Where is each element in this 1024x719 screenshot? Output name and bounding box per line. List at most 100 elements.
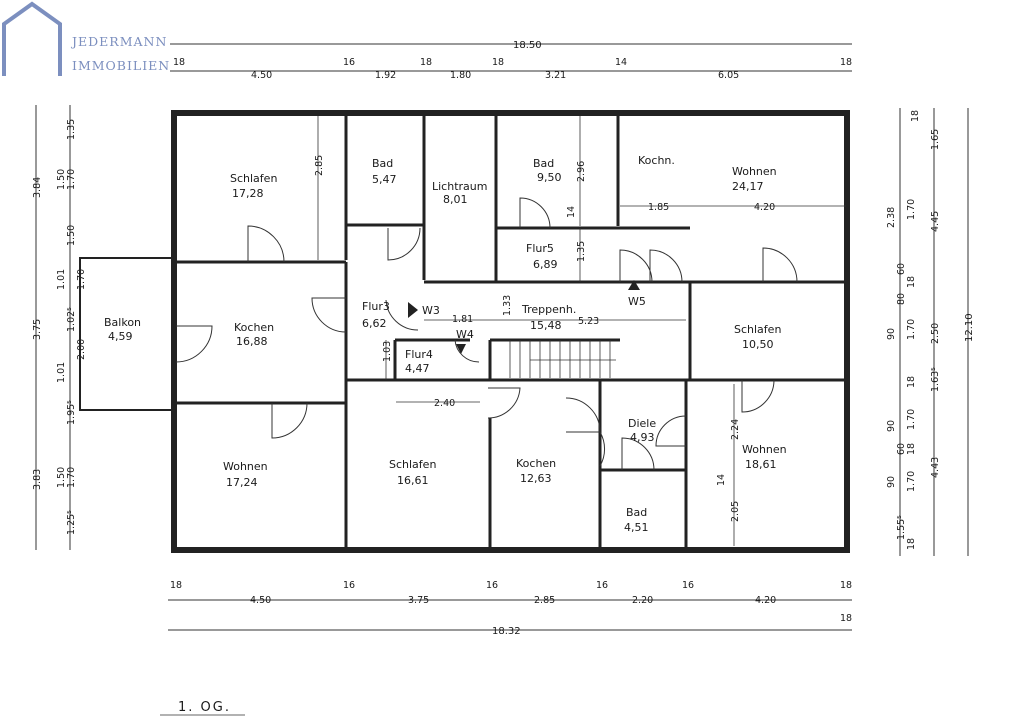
- dim-right-col2: 1.70: [906, 319, 917, 340]
- house-roof-icon: [1, 1, 62, 76]
- marker-label: W3: [422, 304, 440, 317]
- room-name: Wohnen: [732, 165, 777, 178]
- interior-dim: 2.05: [730, 501, 741, 522]
- dim-left-inner: 1.70: [66, 467, 77, 488]
- room-area: 5,47: [372, 173, 397, 186]
- room-area: 17,24: [226, 476, 258, 489]
- dim-right-col2: 18: [906, 443, 917, 455]
- room-name: Diele: [628, 417, 656, 430]
- interior-dim: 2.24: [730, 419, 741, 440]
- dim-right-col2: 1.70: [906, 409, 917, 430]
- marker-triangle-icon: [628, 280, 640, 290]
- dim-right-col2: 1.70: [906, 471, 917, 492]
- room-name: Bad: [372, 157, 393, 170]
- dim-left-inner: 1.35: [66, 119, 77, 140]
- room-area: 24,17: [732, 180, 764, 193]
- dim-right-col3: 60: [896, 443, 907, 455]
- interior-dim: 1.35: [576, 241, 587, 262]
- dim-right-col2: 18: [906, 538, 917, 550]
- room-area: 16,61: [397, 474, 429, 487]
- room-name: Kochn.: [638, 154, 675, 167]
- dim-bottom-seg: 2.20: [632, 595, 653, 606]
- room-area: 8,01: [443, 193, 468, 206]
- right-dimensions: 12.10 1.65 4.45 2.50 1.63⁵ 4.43 18 1.70 …: [886, 108, 975, 556]
- top-dimensions: 18.50 18 4.50 16 1.92 18 1.80 18 3.21 14…: [170, 40, 852, 81]
- dim-left-inner: 1.70: [66, 169, 77, 190]
- room-name: Wohnen: [223, 460, 268, 473]
- dim-right-col2: 18: [906, 276, 917, 288]
- dim-top-seg: 3.21: [545, 70, 566, 81]
- dim-bottom-seg: 4.20: [755, 595, 776, 606]
- dim-right-total: 12.10: [964, 313, 975, 342]
- dim-top-seg: 16: [343, 57, 355, 68]
- room-area: 6,89: [533, 258, 558, 271]
- dim-top-total: 18.50: [513, 40, 542, 51]
- room-name: Treppenh.: [521, 303, 576, 316]
- room-labels: Schlafen 17,28 Bad 5,47 Lichtraum 8,01 B…: [104, 154, 787, 534]
- dim-right-col2: 1.70: [906, 199, 917, 220]
- dim-right-col2: 18: [910, 110, 921, 122]
- room-name: Kochen: [234, 321, 274, 334]
- dim-bottom-seg: 16: [486, 580, 498, 591]
- left-dimensions: 3.84 3.75 3.83 1.35 1.50 1.70 1.50 1.01 …: [32, 105, 87, 550]
- marker-label: W5: [628, 295, 646, 308]
- room-area: 4,59: [108, 330, 133, 343]
- dim-bottom-seg: 3.75: [408, 595, 429, 606]
- room-area: 4,51: [624, 521, 649, 534]
- room-area: 9,50: [537, 171, 562, 184]
- dim-right-col2: 80: [896, 293, 907, 305]
- room-name: Bad: [626, 506, 647, 519]
- dim-top-seg: 14: [615, 57, 627, 68]
- interior-dim: 1.85: [648, 202, 669, 213]
- interior-dim: 1.81: [452, 314, 473, 325]
- company-logo: JEDERMANN IMMOBILIEN: [1, 1, 170, 76]
- dim-bottom-seg: 16: [343, 580, 355, 591]
- room-name: Schlafen: [230, 172, 277, 185]
- dim-left-inner: 1.01: [56, 269, 67, 290]
- room-name: Kochen: [516, 457, 556, 470]
- marker-triangle-icon: [408, 302, 418, 318]
- dim-top-seg: 4.50: [251, 70, 272, 81]
- dim-bottom-seg: 16: [682, 580, 694, 591]
- room-area: 12,63: [520, 472, 552, 485]
- interior-dim: 2.96: [576, 161, 587, 182]
- dim-bottom-seg: 4.50: [250, 595, 271, 606]
- dim-left-outer: 3.83: [32, 469, 43, 490]
- room-name: Schlafen: [389, 458, 436, 471]
- room-area: 4,93: [630, 431, 655, 444]
- dim-left-outer: 3.75: [32, 319, 43, 340]
- dim-bottom-total: 18.32: [492, 626, 521, 637]
- interior-dim: 14: [566, 206, 577, 218]
- logo-line2: IMMOBILIEN: [72, 58, 170, 73]
- room-area: 16,88: [236, 335, 268, 348]
- marker-triangle-icon: [456, 344, 466, 354]
- dim-left-inner: 1.50: [56, 169, 67, 190]
- dim-left-inner: 1.01: [56, 362, 67, 383]
- dim-top-seg: 6.05: [718, 70, 739, 81]
- logo-line1: JEDERMANN: [70, 34, 167, 49]
- room-area: 17,28: [232, 187, 264, 200]
- interior-dim: 1.03: [382, 341, 393, 362]
- interior-dim: 4.20: [754, 202, 775, 213]
- room-area: 18,61: [745, 458, 777, 471]
- interior-dim: 2.85: [314, 155, 325, 176]
- dim-left-outer: 3.84: [32, 177, 43, 198]
- dim-left-inner: 1.70: [76, 269, 87, 290]
- dim-right-col3: 2.38: [886, 207, 897, 228]
- dim-bottom-seg: 18: [170, 580, 182, 591]
- room-name: Balkon: [104, 316, 141, 329]
- interior-dimensions: 2.85 2.96 14 1.85 4.20 1.35 1.81 1.33 5.…: [314, 116, 846, 546]
- dim-right-col2: 18: [906, 376, 917, 388]
- bottom-dimensions: 18 4.50 16 3.75 16 2.85 16 2.20 16 4.20 …: [168, 580, 852, 637]
- dim-top-seg: 1.80: [450, 70, 471, 81]
- room-name: Lichtraum: [432, 180, 487, 193]
- interior-dim: 5.23: [578, 316, 599, 327]
- room-name: Schlafen: [734, 323, 781, 336]
- dim-right-col1: 4.43: [930, 457, 941, 478]
- dim-top-seg: 18: [420, 57, 432, 68]
- dim-right-col3: 1.55⁵: [896, 515, 907, 540]
- dim-right-col3: 60: [896, 263, 907, 275]
- dim-right-col1: 1.65: [930, 129, 941, 150]
- dim-right-col1: 2.50: [930, 323, 941, 344]
